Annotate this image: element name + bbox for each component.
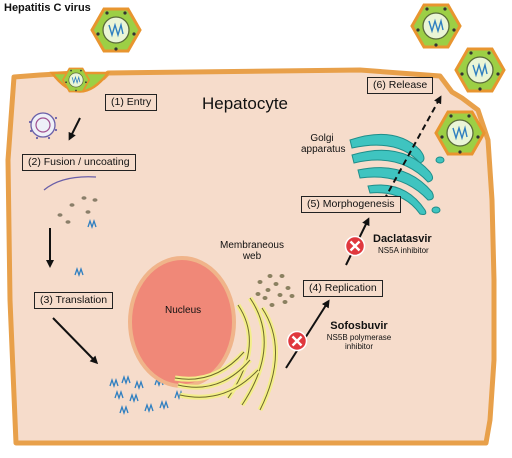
step-entry: (1) Entry [105,94,158,111]
endoplasmic-reticulum [174,296,278,412]
endosome-vesicle [30,112,56,138]
drug-target: NS5A inhibitor [378,246,429,255]
fusion-arc [43,176,97,191]
virus-particle-icon [410,3,462,49]
vesicle-dots [28,116,58,140]
drug-name: Daclatasvir [373,233,432,245]
capsid-fragments [57,196,98,224]
golgi-apparatus [349,133,445,215]
virus-particle-icon [454,47,506,93]
drug-target: inhibitor [344,342,373,351]
nucleus [128,256,236,388]
cell-name: Hepatocyte [202,94,288,113]
drug-name: Sofosbuvir [330,320,388,332]
nucleus-label: Nucleus [165,305,202,316]
inhibition-x-icon [344,235,366,257]
step-translation: (3) Translation [34,292,114,309]
membraneous-web-particles [255,274,295,307]
step-morphogenesis: (5) Morphogenesis [301,196,401,213]
drug-daclatasvir: Daclatasvir NS5A inhibitor [373,233,432,255]
virus-particle-icon [90,7,142,53]
step-fusion: (2) Fusion / uncoating [22,154,136,171]
virus-particle-icon [434,110,486,156]
drug-sofosbuvir: Sofosbuvir NS5B polymerase inhibitor [322,320,396,351]
entering-virus-icon [61,67,91,93]
process-arrows [46,95,442,369]
step-replication: (4) Replication [303,280,383,297]
inhibition-x-icon [286,330,308,352]
step-release: (6) Release [367,77,434,94]
title: Hepatitis C virus [4,2,91,14]
drug-target: NS5B polymerase [326,333,392,342]
